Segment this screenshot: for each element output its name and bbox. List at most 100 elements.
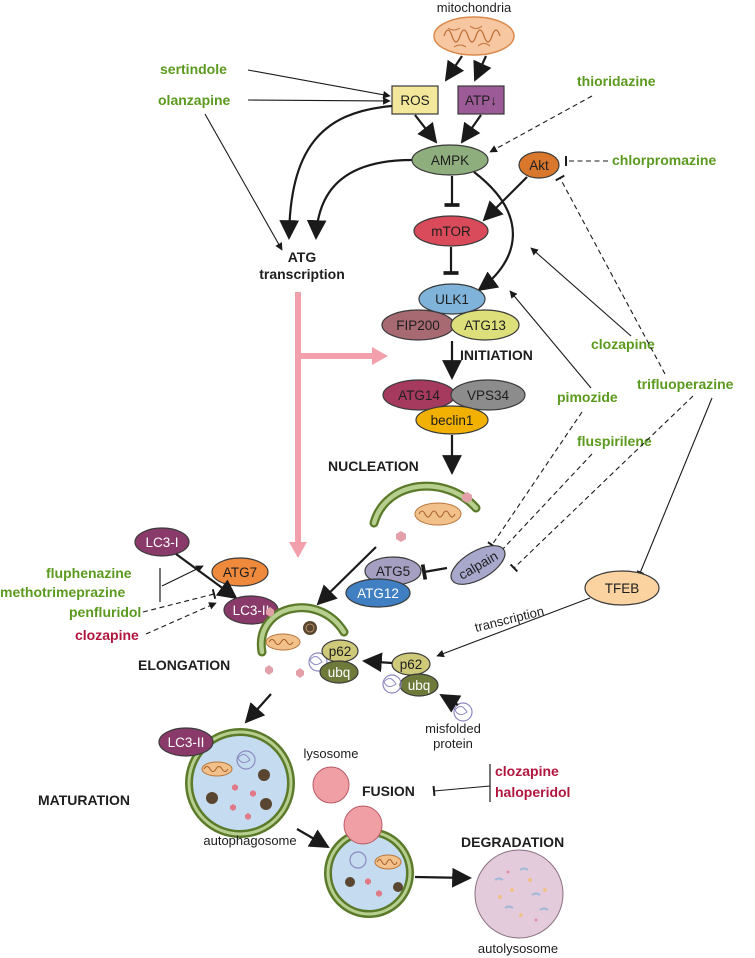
stage-fusion: FUSION: [362, 783, 415, 799]
inhibit-calpain-atg5: [420, 564, 448, 580]
stage-elongation: ELONGATION: [138, 657, 230, 673]
calpain-node: [450, 545, 506, 585]
atg12-node: [345, 578, 411, 608]
drug-fluphenazine: fluphenazine: [46, 565, 132, 581]
mtor-label: mTOR: [431, 224, 471, 239]
p62-label-free: p62: [400, 657, 423, 672]
drug-thioridazine: thioridazine: [577, 73, 656, 89]
beclin1-node: [415, 405, 489, 435]
mitochondria-icon: [433, 16, 515, 56]
tfeb-node: [584, 570, 660, 606]
arrow-misfolded-ubq: [439, 693, 462, 713]
atg5-label: ATG5: [376, 564, 410, 579]
autolysosome-vesicle: [474, 849, 564, 939]
ubq-node-free: [399, 673, 439, 697]
drug-haloperidol: haloperidol: [495, 784, 570, 800]
lc3ii-label: LC3-II: [233, 603, 270, 618]
arrow-olanzapine-ros: [247, 97, 391, 105]
atg-transcription-line2: transcription: [259, 266, 345, 282]
inhibit-fluspirilene-calpain: [495, 453, 593, 557]
drug-clozapine-fusion: clozapine: [495, 763, 559, 779]
inhibit-penfluridol-lc3: [142, 588, 217, 613]
drug-olanzapine: olanzapine: [158, 92, 231, 108]
fip200-label: FIP200: [396, 318, 440, 333]
arrow-sertindole-ros: [247, 69, 391, 99]
arrow-ros-atg: [279, 104, 393, 240]
beclin1-label: beclin1: [431, 413, 474, 428]
drug-clozapine-activator: clozapine: [591, 336, 655, 352]
arrow-fluphenazine-lc3: [161, 565, 204, 587]
drug-fluspirilene: fluspirilene: [577, 433, 652, 449]
akt-label: Akt: [529, 158, 549, 173]
arrow-ampk-ulk1: [473, 171, 514, 292]
drug-chlorpromazine: chlorpromazine: [612, 152, 716, 168]
autolysosome-label: autolysosome: [478, 941, 558, 956]
lc3ii-label-autophagosome: LC3-II: [168, 735, 205, 750]
atg7-label: ATG7: [223, 565, 257, 580]
inhibit-trifluoperazine-akt: [555, 174, 666, 375]
lysosome-label: lysosome: [304, 746, 359, 761]
misfolded-label-1: misfolded: [425, 721, 481, 736]
drug-penfluridol: penfluridol: [69, 604, 141, 620]
arrow-lc3i-lc3ii: [175, 553, 238, 600]
stage-nucleation: NUCLEATION: [328, 458, 419, 474]
lc3i-label: LC3-I: [145, 535, 178, 550]
tfeb-transcription-label: transcription: [473, 603, 545, 635]
inhibit-trifluoperazine-calpain: [509, 395, 694, 573]
arrow-maturation-fusion: [296, 828, 330, 848]
ubq-label-free: ubq: [408, 678, 431, 693]
lc3i-node: [134, 527, 190, 557]
phagophore-membrane: [369, 481, 481, 542]
vps34-node: [450, 379, 526, 411]
arrow-clozapine-lc3: [145, 602, 217, 635]
vps34-label: VPS34: [467, 388, 510, 403]
arrow-ampk-atg: [306, 158, 413, 240]
ubq-label-membrane: ubq: [328, 665, 351, 680]
atp-label: ATP↓: [465, 93, 497, 108]
akt-node: [518, 151, 560, 179]
tfeb-label: TFEB: [605, 581, 640, 596]
arrow-fusion-degradation: [414, 867, 472, 888]
atg13-label: ATG13: [464, 318, 506, 333]
arrow-elongation-maturation: [244, 693, 272, 724]
inhibit-drugs-fusion: [432, 785, 491, 797]
mitochondria-label: mitochondria: [437, 0, 512, 15]
lc3ii-node-autophagosome: [158, 727, 214, 757]
atg12-label: ATG12: [357, 586, 399, 601]
atg13-node: [450, 309, 520, 341]
ubq-node-membrane: [319, 660, 359, 684]
ampk-label: AMPK: [431, 153, 469, 168]
ulk1-node: [418, 283, 486, 315]
inhibit-pimozide-calpain: [487, 411, 583, 549]
fusing-vesicle: [324, 805, 414, 918]
drug-pimozide: pimozide: [557, 389, 618, 405]
p62-label-membrane: p62: [329, 644, 352, 659]
autophagosome-label: autophagosome: [203, 833, 296, 848]
arrow-mito-ros: [444, 55, 465, 82]
autophagosome-vesicle: [185, 728, 295, 838]
elongating-phagophore: [256, 603, 349, 678]
atg14-label: ATG14: [398, 388, 440, 403]
arrow-pimozide-ulk1: [509, 290, 592, 389]
mtor-node: [413, 215, 489, 247]
ampk-node: [411, 144, 489, 176]
arrow-tfeb-p62: [436, 597, 591, 658]
arrow-ros-ampk: [414, 114, 438, 144]
atg7-node: [211, 557, 269, 587]
arrow-atp-ampk: [460, 114, 482, 144]
stage-maturation: MATURATION: [38, 792, 130, 808]
ros-node: [391, 85, 439, 115]
stage-degradation: DEGRADATION: [461, 834, 564, 850]
misfolded-label-2: protein: [433, 736, 473, 751]
arrow-akt-mtor: [482, 176, 528, 222]
lysosome-icon: [312, 766, 350, 804]
arrow-olanzapine-atg: [204, 113, 283, 251]
stage-initiation: INITIATION: [460, 347, 533, 363]
arrow-nucleation-elongation: [316, 546, 377, 606]
drug-clozapine-inhibitor: clozapine: [75, 627, 139, 643]
drug-trifluoperazine: trifluoperazine: [637, 376, 734, 392]
drug-sertindole: sertindole: [160, 61, 227, 77]
drug-methotrimeprazine: methotrimeprazine: [0, 584, 125, 600]
ros-label: ROS: [400, 93, 429, 108]
